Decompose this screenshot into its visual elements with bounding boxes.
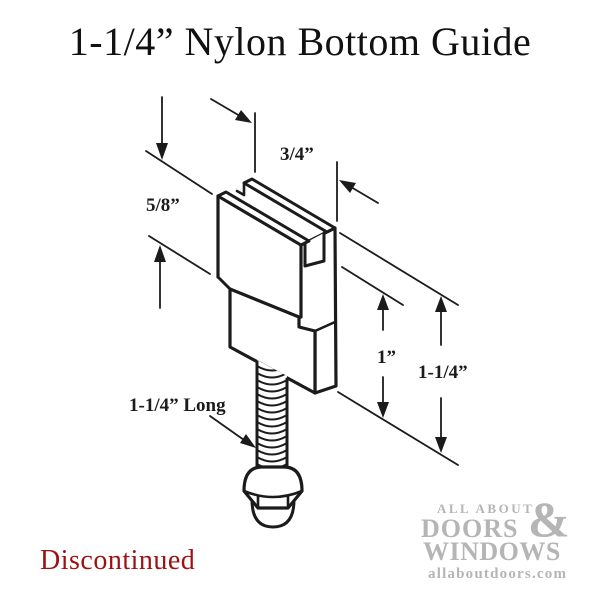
- watermark-windows: WINDOWS: [423, 537, 561, 566]
- watermark-ampersand: &: [528, 491, 570, 547]
- part-channel: [216, 177, 337, 319]
- watermark-doors: DOORS: [421, 514, 519, 543]
- part-body: [216, 275, 317, 395]
- watermark-all-about: ALL ABOUT: [437, 501, 535, 516]
- watermark-website: allaboutdoors.com: [428, 566, 568, 582]
- part-hex-nut: [242, 465, 304, 529]
- part-threaded-stud: [255, 360, 289, 472]
- label-overall-height: 1-1/4”: [418, 362, 468, 383]
- label-wall-height: 5/8”: [146, 195, 180, 216]
- dimension-stud-length: 1-1/4” Long: [129, 395, 256, 448]
- label-body-height: 1”: [377, 347, 396, 368]
- page-title: 1-1/4” Nylon Bottom Guide: [68, 19, 532, 64]
- dimension-channel-width: 3/4”: [210, 98, 379, 222]
- dimension-wall-height: 5/8”: [145, 96, 213, 309]
- dimension-body-height: 1”: [341, 266, 404, 418]
- dimension-overall-height: 1-1/4”: [337, 232, 468, 466]
- label-channel-width: 3/4”: [280, 144, 314, 165]
- label-stud-length: 1-1/4” Long: [129, 395, 226, 416]
- status-discontinued: Discontinued: [40, 545, 196, 576]
